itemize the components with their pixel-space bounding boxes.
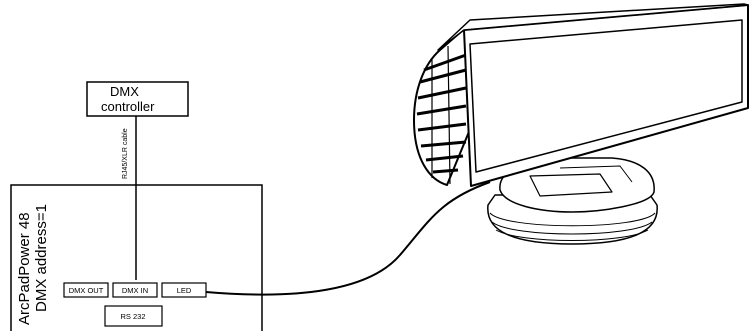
fixture-base-groove (489, 212, 656, 227)
controller-label-line1: DMX (110, 84, 139, 99)
device-address: DMX address=1 (33, 204, 50, 312)
dmx-in-port (112, 282, 158, 298)
led-port (161, 282, 207, 298)
fixture-base-groove-3 (495, 229, 649, 241)
rs232-label: RS 232 (120, 312, 145, 321)
led-cable (205, 181, 491, 296)
dmx-out-label: DMX OUT (69, 286, 104, 295)
fixture-fin-ridge (431, 45, 451, 185)
fixture-lens-panel (469, 19, 743, 173)
cable-label: RJ45/XLR cable (122, 128, 129, 179)
dmx-in-label: DMX IN (122, 286, 148, 295)
fixture-fins (416, 53, 467, 174)
fixture-head-top (437, 3, 749, 51)
rs232-port (104, 305, 163, 327)
device-box (10, 184, 263, 331)
controller-label-line2: controller (101, 99, 155, 114)
dmx-out-port (63, 282, 109, 298)
led-fixture-illustration (413, 3, 749, 245)
dmx-controller-box (86, 81, 189, 117)
fixture-yoke-detail (529, 173, 613, 197)
fixture-base-groove-2 (491, 221, 653, 235)
led-label: LED (177, 286, 192, 295)
device-name: ArcPadPower 48 (16, 212, 33, 325)
fixture-yoke-detail-2 (559, 165, 633, 183)
